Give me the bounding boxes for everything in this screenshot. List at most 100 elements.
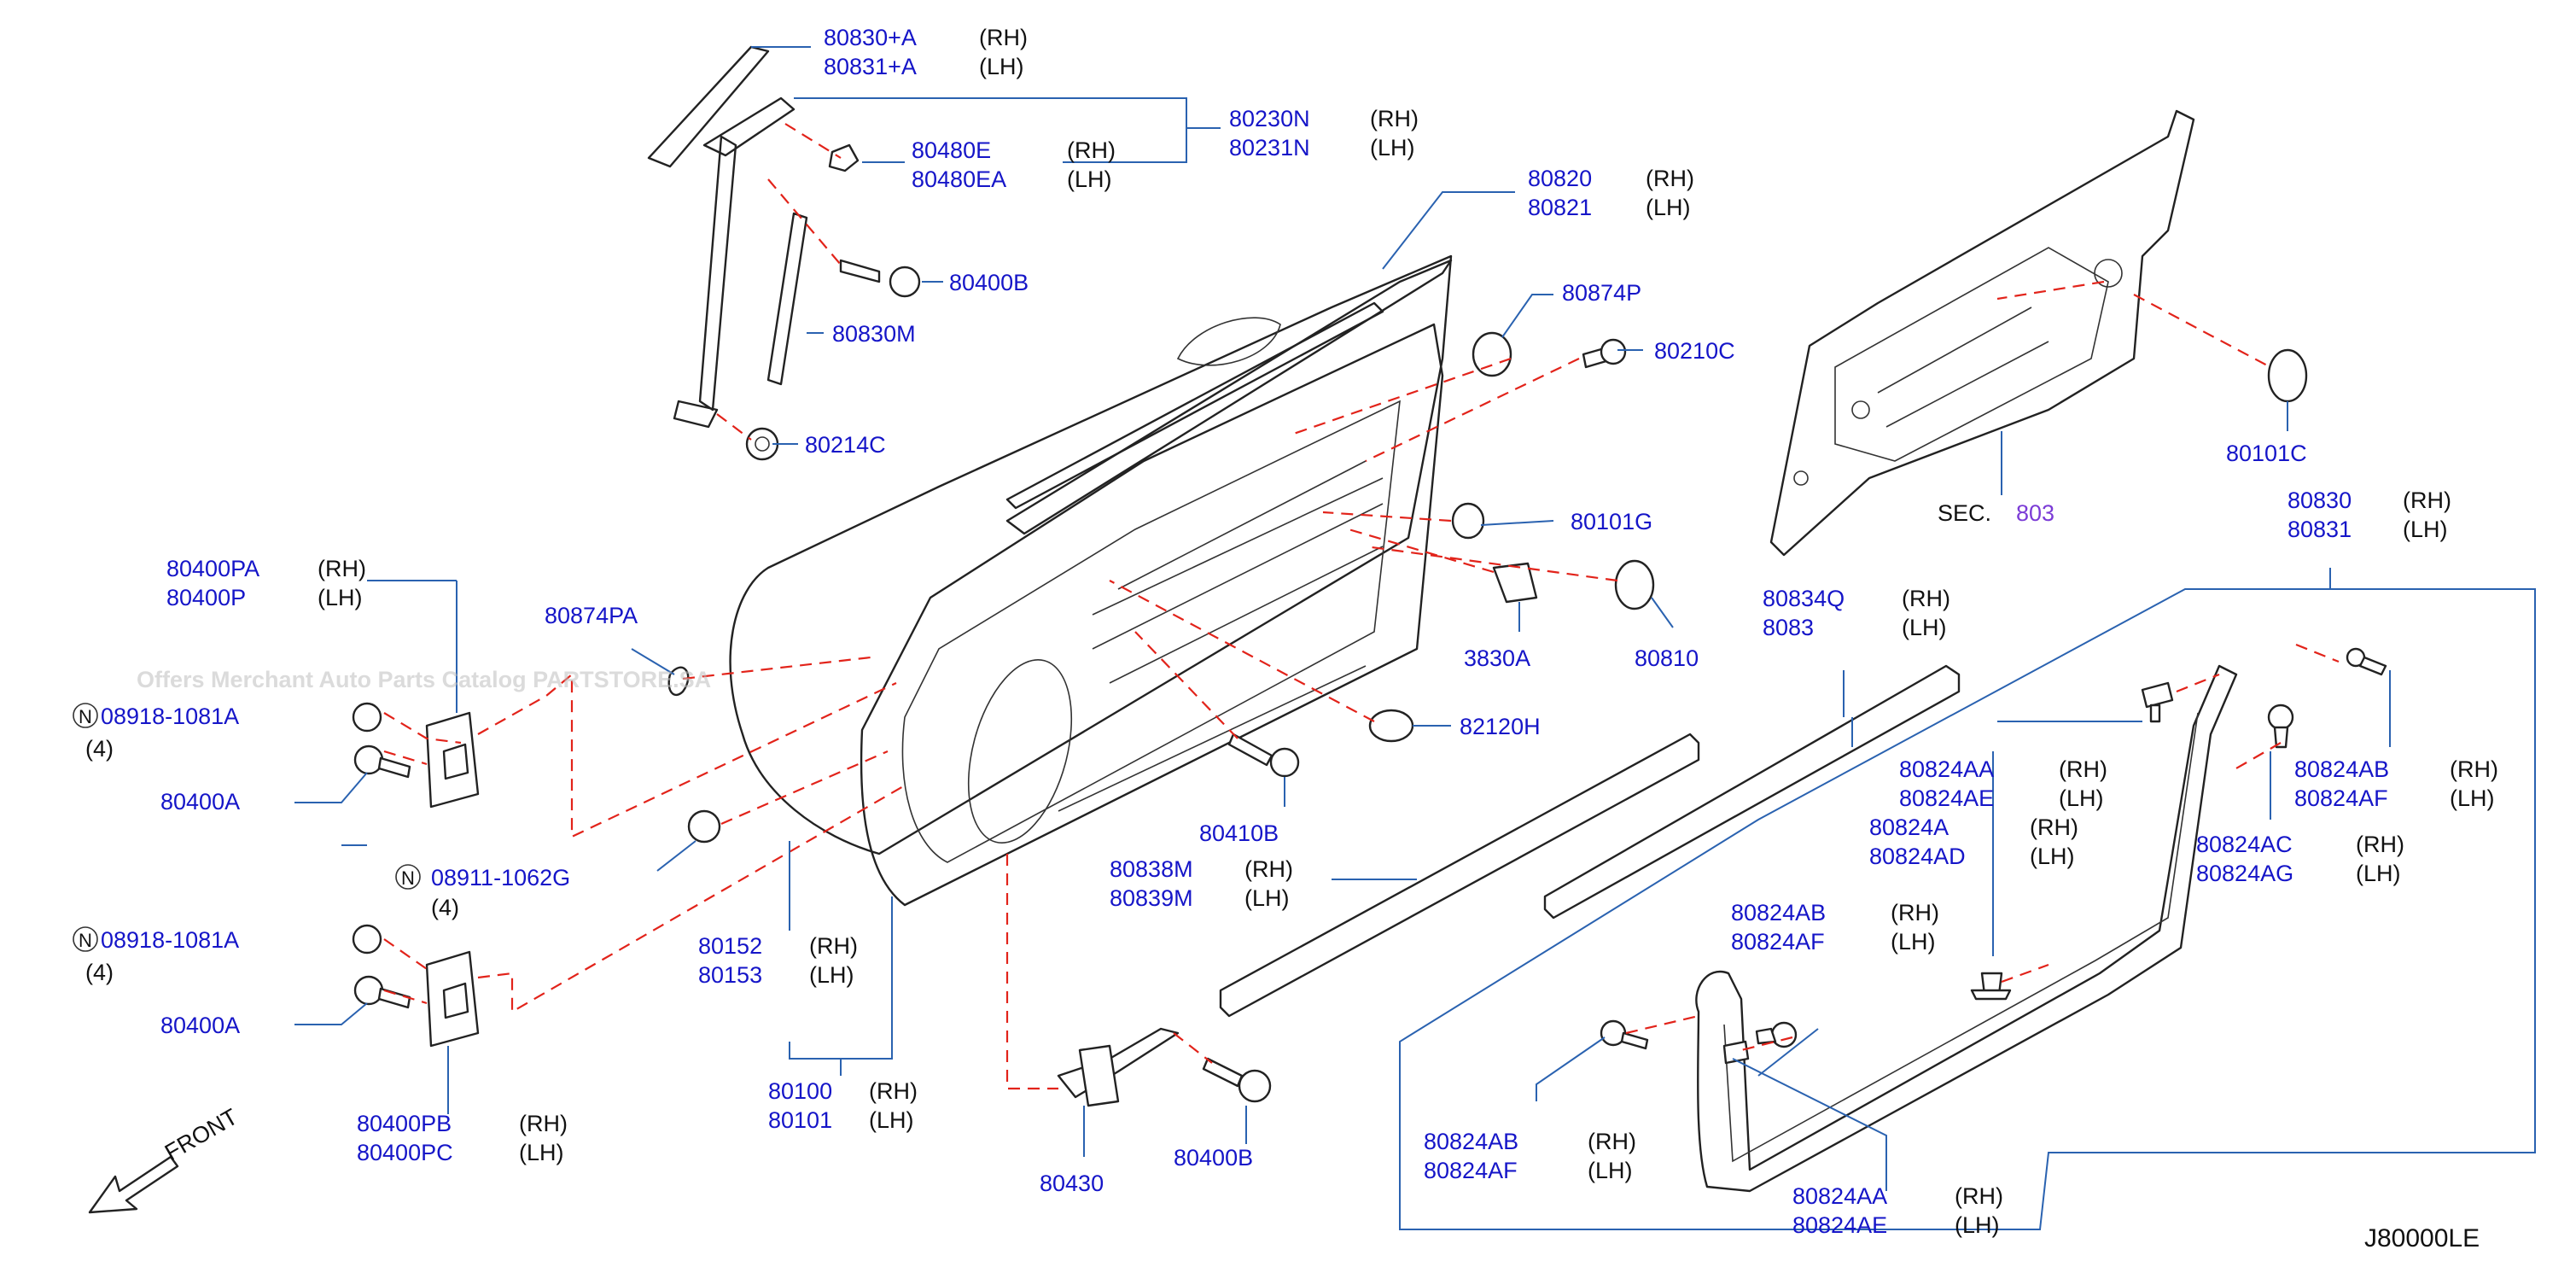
label-80839M-side: (LH)	[1244, 885, 1290, 911]
label-80824AB-3: 80824AB	[1424, 1129, 1518, 1154]
bumper-80101G	[1451, 502, 1485, 540]
front-arrow-icon	[88, 1155, 179, 1214]
door-outer-weatherstrip-part	[1005, 259, 1453, 535]
leader-lines	[294, 46, 2536, 1230]
label-80835Q: 8083	[1763, 615, 1814, 640]
door-outer-panel	[729, 254, 1453, 855]
circle-n-icon	[73, 926, 98, 952]
label-80400B-top: 80400B	[949, 270, 1029, 295]
bolt-80410B	[1227, 733, 1300, 778]
label-80824A: 80824A	[1869, 814, 1949, 840]
label-80824AG-side: (LH)	[2356, 861, 2401, 886]
label-80410B: 80410B	[1199, 820, 1279, 846]
circle-n-icon	[73, 703, 98, 728]
door-module-panel-sec803	[1769, 109, 2195, 557]
bolt-80400B-top	[839, 259, 921, 298]
label-80824AB-1-side: (RH)	[2450, 756, 2498, 782]
clip-80824AC	[2267, 704, 2294, 749]
label-80230N-side: (RH)	[1370, 106, 1419, 131]
label-80831A-side: (LH)	[979, 54, 1024, 79]
clip-80824AB-mid	[1755, 1021, 1798, 1048]
label-80824AA-2: 80824AA	[1792, 1183, 1887, 1209]
label-80480EA-side: (LH)	[1067, 166, 1112, 192]
plug-80101C	[2267, 348, 2308, 403]
label-80400A-bot: 80400A	[160, 1013, 240, 1038]
circle-n-letter: N	[401, 867, 415, 889]
label-80824AD: 80824AD	[1869, 844, 1966, 869]
label-80100: 80100	[768, 1078, 832, 1104]
clip-80824AA-top	[2141, 681, 2174, 723]
plug-80874P	[1472, 331, 1512, 377]
label-80838M: 80838M	[1110, 856, 1193, 882]
label-80101C: 80101C	[2226, 441, 2307, 466]
label-82120H: 82120H	[1460, 714, 1541, 739]
label-80830: 80830	[2288, 488, 2352, 513]
door-belt-molding-part	[1005, 301, 1384, 510]
label-80101G: 80101G	[1571, 509, 1652, 534]
label-80214C: 80214C	[805, 432, 886, 458]
label-80152: 80152	[698, 933, 762, 959]
label-80400A-top: 80400A	[160, 789, 240, 814]
label-80838M-side: (RH)	[1244, 856, 1293, 882]
label-80100-side: (RH)	[869, 1078, 918, 1104]
label-80821-side: (LH)	[1646, 195, 1691, 220]
watermark-text: Offers Merchant Auto Parts Catalog PARTS…	[137, 667, 711, 692]
label-08918-top-qty: (4)	[85, 736, 114, 762]
label-80824AA-2-side: (RH)	[1955, 1183, 2003, 1209]
door-check-link-part	[1057, 1027, 1180, 1107]
label-sec: SEC.	[1938, 500, 1991, 526]
bolt-80210C	[1582, 338, 1627, 369]
label-80152-side: (RH)	[809, 933, 858, 959]
label-80101: 80101	[768, 1107, 832, 1133]
clip-80874PA	[667, 666, 690, 697]
circle-n-letter: N	[79, 930, 92, 951]
label-80824AE-1: 80824AE	[1899, 785, 1994, 811]
assembly-dashed-links	[383, 123, 2340, 1090]
circle-n-letter: N	[79, 706, 92, 727]
bolt-80400B-bot	[1202, 1057, 1272, 1103]
label-80824AA-1-side: (RH)	[2059, 756, 2107, 782]
label-80400PA-side: (RH)	[318, 556, 366, 581]
label-80824AD-side: (LH)	[2030, 844, 2075, 869]
label-80824AG: 80824AG	[2196, 861, 2293, 886]
door-hinge-lower-part	[425, 950, 480, 1048]
plug-80810	[1614, 559, 1655, 610]
label-08918-bot: 08918-1081A	[101, 927, 239, 953]
nut-08911	[687, 809, 721, 844]
label-80824AF-2-side: (LH)	[1891, 929, 1936, 955]
diagram-id: J80000LE	[2364, 1224, 2480, 1252]
label-80810: 80810	[1635, 645, 1699, 671]
label-80153: 80153	[698, 962, 762, 988]
window-run-channel-part	[647, 45, 796, 429]
label-80824AA-1: 80824AA	[1899, 756, 1994, 782]
label-80824AF-1-side: (LH)	[2450, 785, 2495, 811]
label-80824AB-2: 80824AB	[1731, 900, 1826, 925]
label-80231N: 80231N	[1229, 135, 1310, 161]
label-80834Q: 80834Q	[1763, 586, 1845, 611]
label-80831A: 80831+A	[824, 54, 917, 79]
bolt-80400A-top	[353, 744, 411, 779]
label-80830A: 80830+A	[824, 25, 917, 50]
label-80824AF-2: 80824AF	[1731, 929, 1825, 955]
label-80830M: 80830M	[832, 321, 916, 347]
inner-belt-molding-80838M	[1219, 733, 1700, 1018]
label-80874P: 80874P	[1562, 280, 1641, 306]
label-80835Q-side: (LH)	[1902, 615, 1947, 640]
label-80400B-bot: 80400B	[1174, 1145, 1253, 1171]
label-80400P-side: (LH)	[318, 585, 363, 610]
label-80824A-side: (RH)	[2030, 814, 2078, 840]
label-sec-number: 803	[2016, 500, 2054, 526]
label-80824AE-2: 80824AE	[1792, 1212, 1887, 1238]
label-80824AC-side: (RH)	[2356, 832, 2404, 857]
bolt-80400A-bot	[353, 975, 411, 1009]
label-80821: 80821	[1528, 195, 1592, 220]
label-80830A-side: (RH)	[979, 25, 1028, 50]
label-80824AB-3-side: (RH)	[1588, 1129, 1636, 1154]
nut-08918-bot	[352, 924, 382, 955]
label-80820: 80820	[1528, 166, 1592, 191]
fastener-80480E	[828, 143, 860, 172]
label-08911: 08911-1062G	[431, 865, 570, 890]
label-80839M: 80839M	[1110, 885, 1193, 911]
